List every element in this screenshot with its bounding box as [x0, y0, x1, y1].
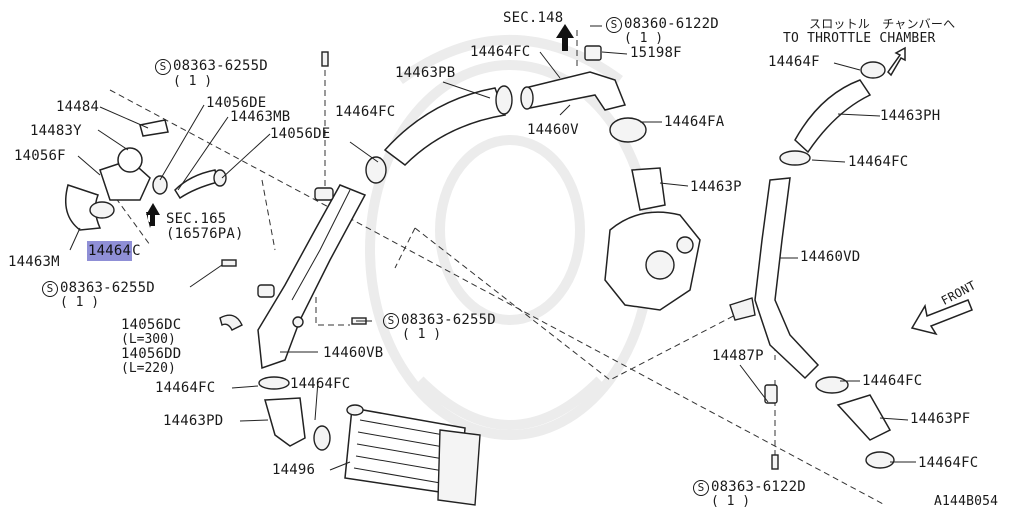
bolt-code: 08360-6122D	[624, 16, 719, 32]
hose-14463PD	[219, 314, 331, 451]
label-14484[interactable]: 14484	[56, 99, 100, 115]
label-throttle-en: TO THROTTLE CHAMBER	[783, 31, 936, 46]
circled-s-icon: S	[383, 313, 399, 329]
bolt-qty: ( 1 )	[173, 74, 213, 89]
label-14464C-suffix: C	[132, 243, 141, 259]
bolt-qty: ( 1 )	[711, 494, 751, 509]
label-14464FC-mid[interactable]: 14464FC	[290, 376, 351, 392]
label-14464FC-upper[interactable]: 14464FC	[470, 44, 531, 60]
label-14056F[interactable]: 14056F	[14, 148, 66, 164]
bolt-code: 08363-6255D	[173, 58, 268, 74]
label-sec165[interactable]: SEC.165	[166, 211, 227, 227]
label-14463M[interactable]: 14463M	[8, 254, 60, 270]
circled-s-icon: S	[42, 281, 58, 297]
label-14463PB[interactable]: 14463PB	[395, 65, 456, 81]
bolt-qty: ( 1 )	[60, 295, 100, 310]
length-14056DD: (L=220)	[121, 361, 176, 376]
label-14463PH[interactable]: 14463PH	[880, 108, 941, 124]
label-14464FC-right[interactable]: 14464FC	[848, 154, 909, 170]
bolt-code: 08363-6255D	[401, 312, 496, 328]
pipe-14460VB	[257, 184, 367, 370]
label-14496[interactable]: 14496	[272, 462, 316, 478]
label-14463P[interactable]: 14463P	[690, 179, 742, 195]
label-14487P[interactable]: 14487P	[712, 348, 764, 364]
label-14483Y[interactable]: 14483Y	[30, 123, 82, 139]
intercooler	[344, 404, 481, 506]
label-14056DE-upper[interactable]: 14056DE	[206, 95, 267, 111]
boost-valve-assembly	[65, 119, 227, 231]
label-14464F[interactable]: 14464F	[768, 54, 820, 70]
assembly-lines	[109, 30, 886, 506]
label-14056DE-lower[interactable]: 14056DE	[270, 126, 331, 142]
pipe-14460V	[520, 45, 627, 111]
label-14463PD[interactable]: 14463PD	[163, 413, 224, 429]
bolt-code: 08363-6122D	[711, 479, 806, 495]
label-14460VD[interactable]: 14460VD	[800, 249, 861, 265]
circled-s-icon: S	[693, 480, 709, 496]
label-14463PF[interactable]: 14463PF	[910, 411, 971, 427]
label-14460VB[interactable]: 14460VB	[323, 345, 384, 361]
label-14464FA[interactable]: 14464FA	[664, 114, 725, 130]
label-14464C-highlight: 14464	[87, 241, 133, 261]
arrows	[146, 24, 574, 228]
hose-14463PB	[365, 85, 513, 184]
label-14463MB[interactable]: 14463MB	[230, 109, 291, 125]
label-sec165-ref[interactable]: (16576PA)	[166, 226, 244, 242]
label-throttle-jp: スロットル チャンバーへ	[809, 17, 956, 31]
label-14464FC-lower-right[interactable]: 14464FC	[862, 373, 923, 389]
bolt-qty: ( 1 )	[624, 31, 664, 46]
label-14464FC-bottom[interactable]: 14464FC	[918, 455, 979, 471]
label-14056DC[interactable]: 14056DC	[121, 317, 182, 333]
label-15198F[interactable]: 15198F	[630, 45, 682, 61]
label-14056DD[interactable]: 14056DD	[121, 346, 182, 362]
bolt-code: 08363-6255D	[60, 280, 155, 296]
turbo-assembly	[604, 117, 701, 311]
label-14464C[interactable]: 14464C	[87, 241, 141, 261]
label-sec148[interactable]: SEC.148	[503, 10, 564, 26]
diagram-id: A144B054	[934, 494, 999, 509]
leader-lines	[69, 25, 916, 471]
length-14056DC: (L=300)	[121, 332, 176, 347]
front-arrow-icon	[910, 299, 973, 336]
circled-s-icon: S	[606, 17, 622, 33]
label-14460V[interactable]: 14460V	[527, 122, 579, 138]
throttle-arrow-icon	[887, 46, 906, 77]
label-14464FC-left[interactable]: 14464FC	[155, 380, 216, 396]
circled-s-icon: S	[155, 59, 171, 75]
bolt-qty: ( 1 )	[402, 327, 442, 342]
label-14464FC-upper-left[interactable]: 14464FC	[335, 104, 396, 120]
pipe-14460VD	[729, 61, 895, 469]
